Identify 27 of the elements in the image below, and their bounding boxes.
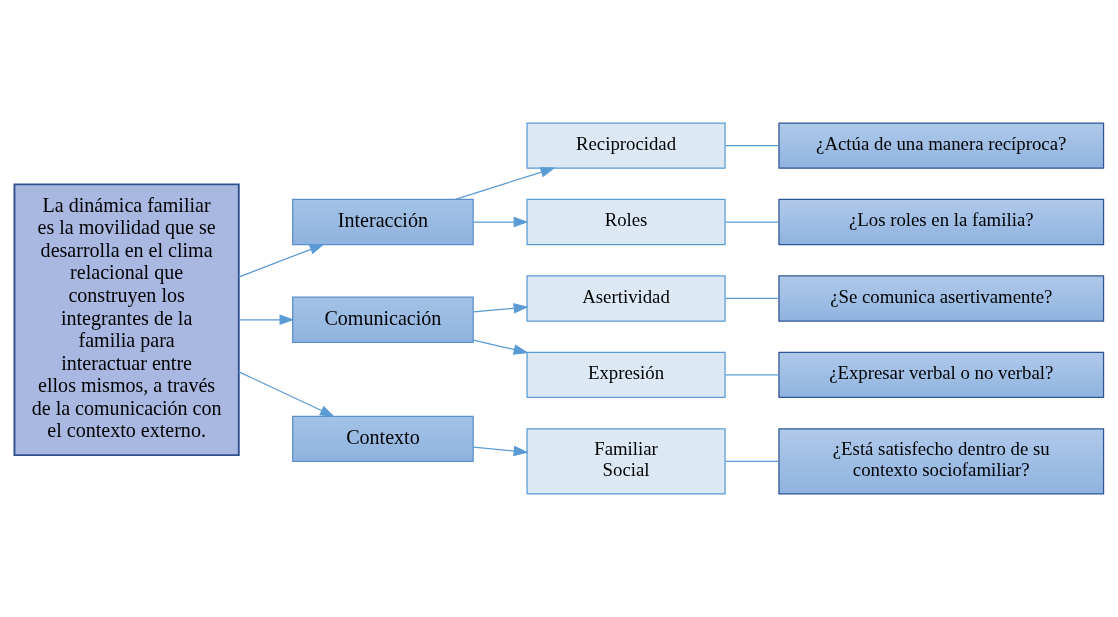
connector xyxy=(724,460,780,463)
arrow xyxy=(238,371,335,417)
node-box: ¿Actúa de una manera recíproca? xyxy=(778,122,1105,169)
arrow xyxy=(472,303,529,314)
node-box: La dinámica familiar es la movilidad que se desarrolla en el clima relacional que construyen los integrantes de la familia para interactuar entre ellos mismos, a través de la comunicación con el contexto externo. xyxy=(13,183,240,457)
arrow xyxy=(472,216,529,228)
connector xyxy=(724,374,780,376)
node-box: Comunicación xyxy=(292,296,474,343)
arrow xyxy=(454,167,556,201)
connector xyxy=(724,297,780,300)
node-box: Familiar Social xyxy=(526,428,726,495)
connector xyxy=(724,144,780,147)
node-box: ¿Los roles en la familia? xyxy=(778,198,1105,246)
node-box: Expresión xyxy=(526,351,726,399)
arrow xyxy=(238,314,295,326)
node-box: ¿Expresar verbal o no verbal? xyxy=(778,351,1105,399)
arrow xyxy=(472,339,529,355)
connector xyxy=(724,221,780,223)
node-box: Asertividad xyxy=(526,275,726,322)
node-box: Roles xyxy=(526,198,726,246)
node-box: Interacción xyxy=(292,198,474,246)
arrow xyxy=(472,445,529,457)
node-box: Reciprocidad xyxy=(526,122,726,169)
node-box: Contexto xyxy=(292,415,474,463)
node-box: ¿Se comunica asertivamente? xyxy=(778,275,1105,322)
arrow xyxy=(238,244,325,278)
node-box: ¿Está satisfecho dentro de su contexto sociofamiliar? xyxy=(778,428,1105,495)
